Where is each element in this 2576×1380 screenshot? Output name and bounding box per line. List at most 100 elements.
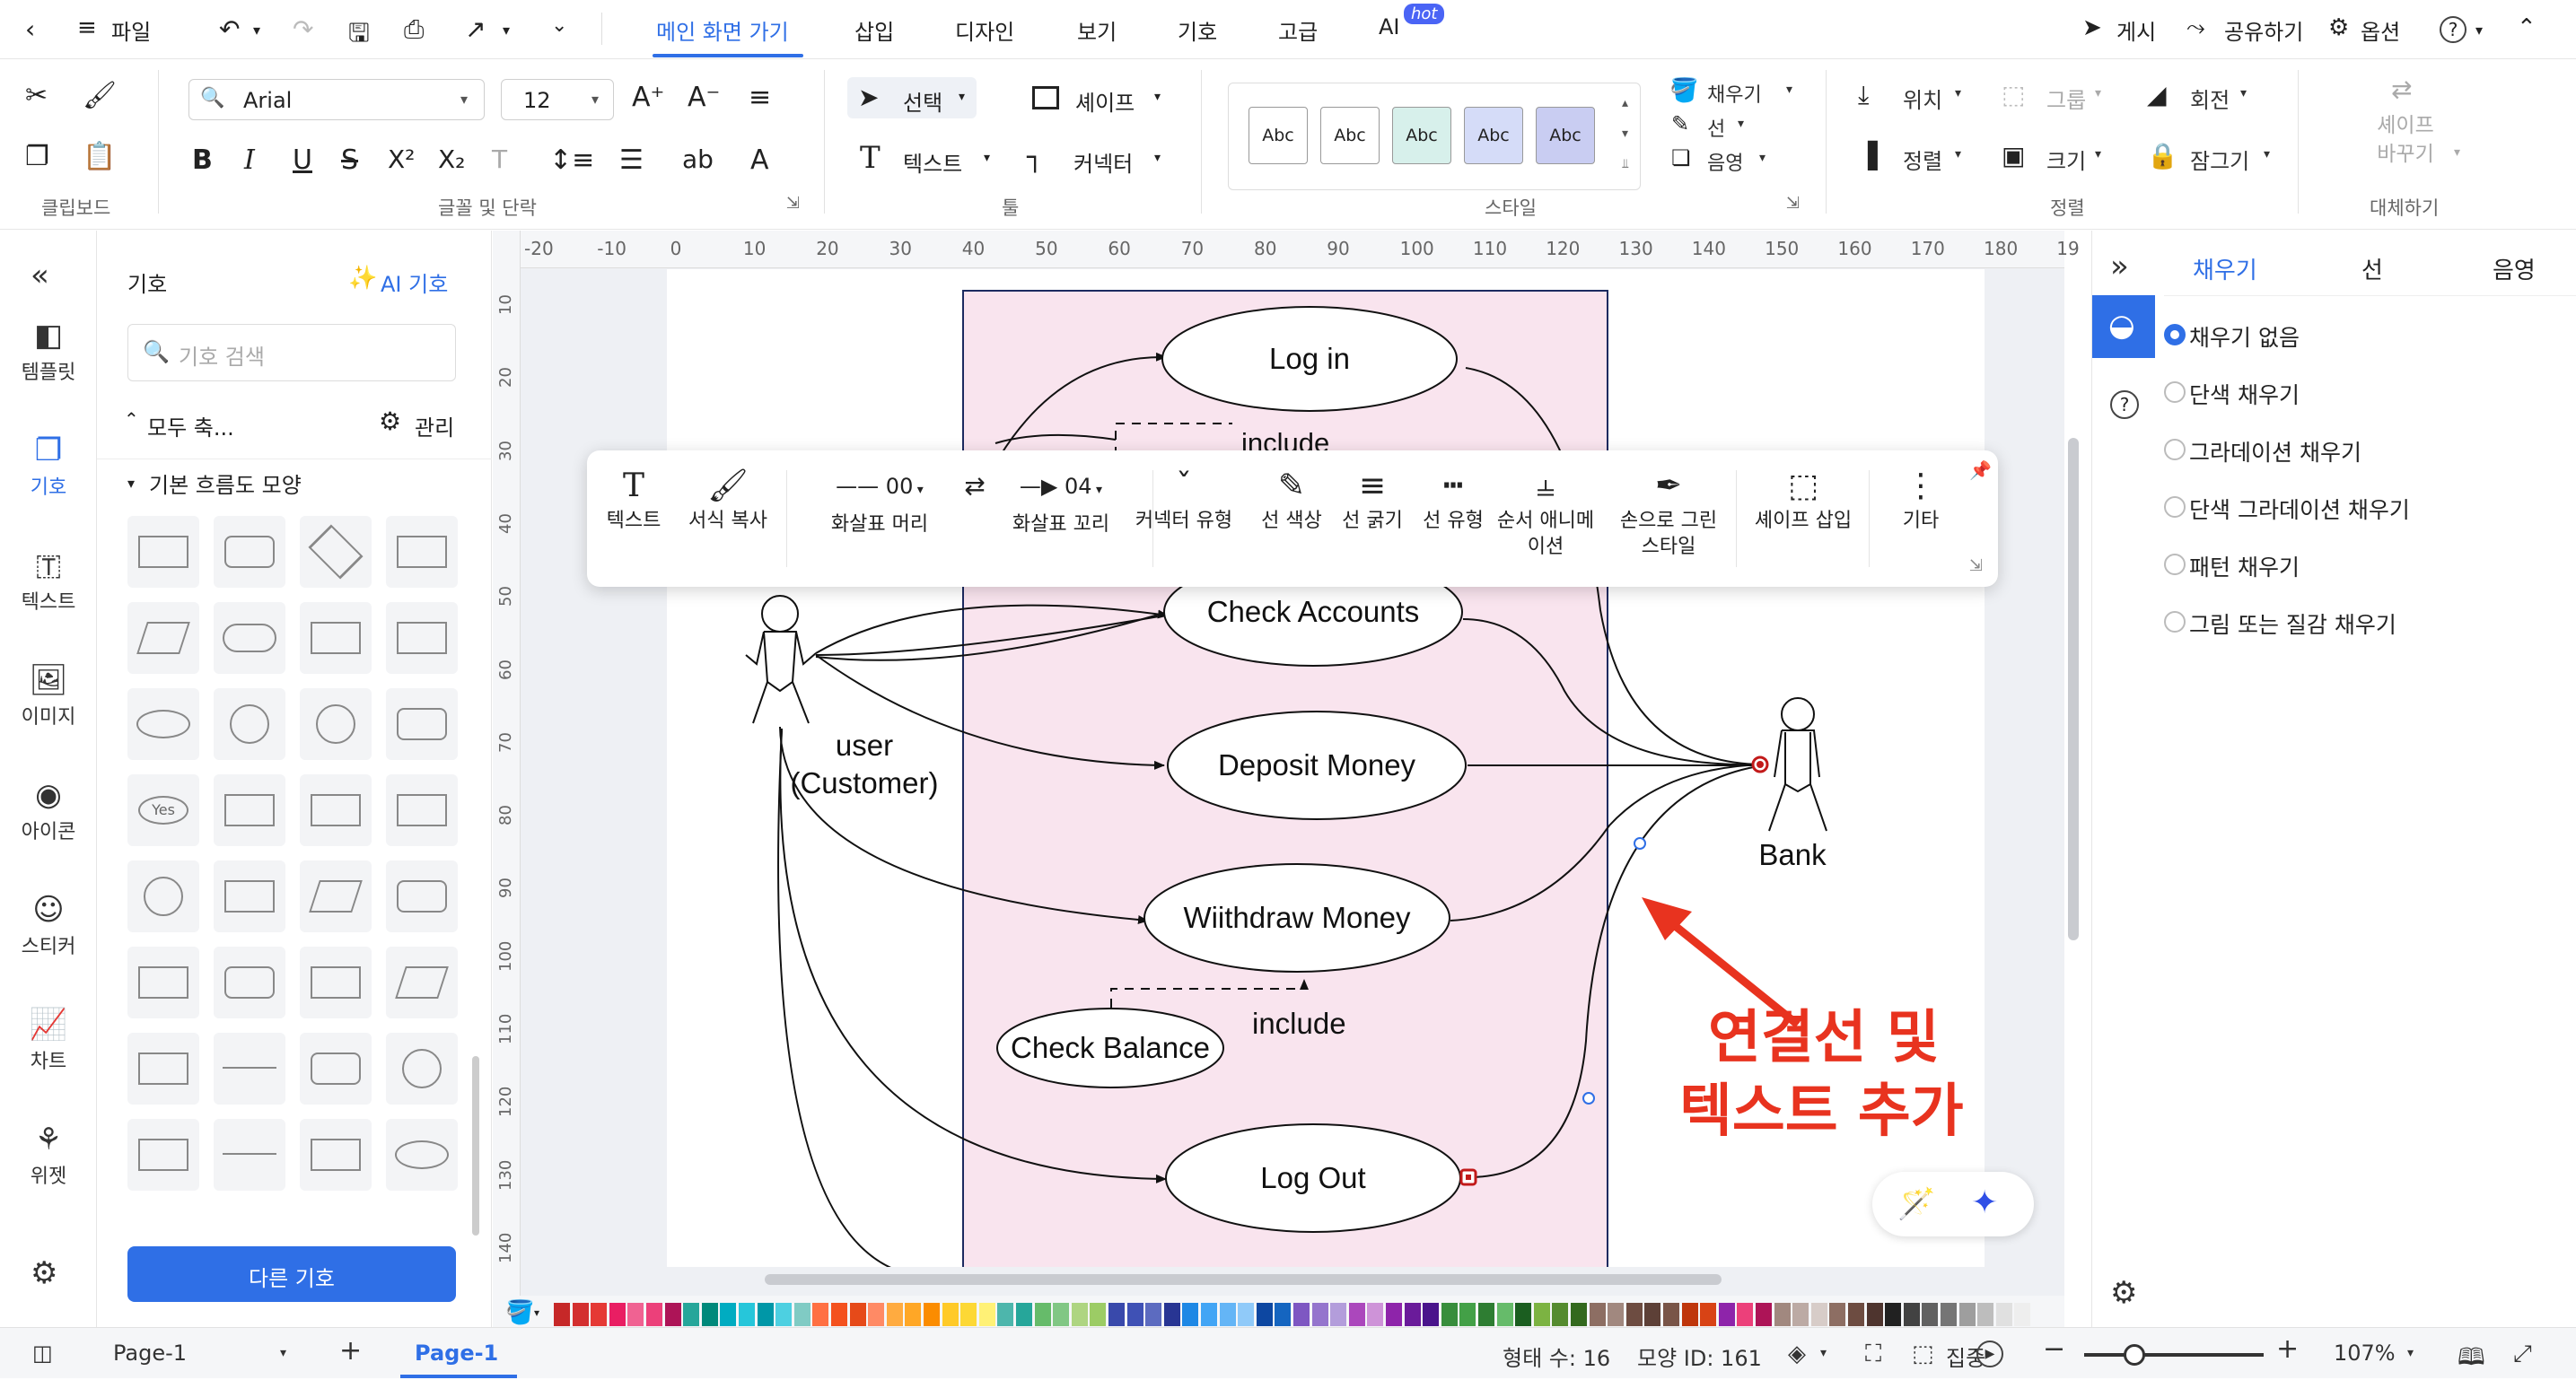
color-swatch[interactable] xyxy=(1256,1303,1273,1326)
color-swatch[interactable] xyxy=(886,1303,903,1326)
chevron-down-icon[interactable]: ▾ xyxy=(2407,1346,2414,1360)
color-swatch[interactable] xyxy=(664,1303,681,1326)
fit-page-icon[interactable]: ⛶ xyxy=(1865,1341,1882,1367)
symbol-shape[interactable] xyxy=(300,947,372,1018)
ft-line-color-button[interactable]: ✎ 선 색상 xyxy=(1251,465,1332,534)
symbol-shape[interactable] xyxy=(300,688,372,760)
color-swatch[interactable] xyxy=(1053,1303,1070,1326)
zoom-out-icon[interactable]: − xyxy=(2043,1333,2066,1365)
symbol-shape[interactable] xyxy=(386,860,458,932)
color-swatch[interactable] xyxy=(1330,1303,1347,1326)
chevron-down-icon[interactable]: ▾ xyxy=(2264,147,2271,162)
tab-insert[interactable]: 삽입 xyxy=(854,20,895,45)
color-swatch[interactable] xyxy=(1663,1303,1679,1326)
color-swatch[interactable] xyxy=(1016,1303,1032,1326)
usecase-check-balance[interactable] xyxy=(996,1008,1224,1088)
chevron-down-icon[interactable]: ▾ xyxy=(2240,86,2247,100)
more-icon[interactable]: ⌄ xyxy=(551,14,568,37)
color-swatch[interactable] xyxy=(1625,1303,1643,1326)
menu-icon[interactable]: ≡ xyxy=(77,14,97,41)
resize-corner-icon[interactable]: ⇲ xyxy=(1969,556,1984,575)
color-swatch[interactable] xyxy=(997,1303,1014,1326)
category-title[interactable]: 기본 흐름도 모양 xyxy=(149,473,302,498)
symbol-shape[interactable] xyxy=(300,516,372,588)
color-swatch[interactable] xyxy=(1700,1303,1717,1326)
option-solid-gradient-fill[interactable]: 단색 그라데이션 채우기 xyxy=(2189,497,2410,523)
color-swatch[interactable] xyxy=(591,1303,608,1326)
group-button[interactable]: 그룹 xyxy=(2046,88,2087,113)
color-swatch[interactable] xyxy=(1737,1303,1754,1326)
symbol-shape[interactable] xyxy=(386,688,458,760)
manage-button[interactable]: 관리 xyxy=(415,415,455,441)
radio-solid-gradient-fill[interactable] xyxy=(2164,496,2186,518)
symbol-search-input[interactable]: 🔍 기호 검색 xyxy=(127,324,456,381)
nav-charts[interactable]: 📈 차트 xyxy=(0,1009,97,1074)
chevron-down-icon[interactable]: ▾ xyxy=(1955,86,1962,100)
option-no-fill[interactable]: 채우기 없음 xyxy=(2189,325,2300,351)
add-page-icon[interactable]: + xyxy=(339,1335,363,1367)
undo-dropdown-icon[interactable]: ▾ xyxy=(253,22,261,39)
dialog-launcher-icon[interactable]: ⇲ xyxy=(1786,194,1801,213)
settings-icon[interactable]: ⚙ xyxy=(2110,1275,2138,1311)
color-swatch[interactable] xyxy=(1145,1303,1162,1326)
color-swatch[interactable] xyxy=(739,1303,755,1326)
color-swatch[interactable] xyxy=(1774,1303,1791,1326)
expand-panel-icon[interactable]: » xyxy=(2110,249,2129,284)
color-swatch[interactable] xyxy=(1866,1303,1883,1326)
color-swatch[interactable] xyxy=(683,1303,700,1326)
copy-icon[interactable]: ❐ xyxy=(25,141,49,172)
export-dropdown-icon[interactable]: ▾ xyxy=(503,22,511,39)
connector-control-point[interactable] xyxy=(1582,1092,1595,1105)
export-icon[interactable]: ↗ xyxy=(465,14,486,44)
color-swatch[interactable] xyxy=(1219,1303,1236,1326)
color-swatch[interactable] xyxy=(1496,1303,1513,1326)
align-icon[interactable]: ▐ xyxy=(1858,141,1878,170)
color-swatch[interactable] xyxy=(1589,1303,1606,1326)
text-tool-button[interactable]: T 텍스트 ▾ xyxy=(856,138,1009,179)
redo-icon[interactable]: ↷ xyxy=(293,14,314,44)
superscript-icon[interactable]: X² xyxy=(388,144,416,174)
fill-button[interactable]: 채우기 xyxy=(1707,84,1762,107)
style-swatch[interactable]: Abc xyxy=(1320,107,1380,164)
connector-lines[interactable] xyxy=(777,352,1765,1267)
tab-advanced[interactable]: 고급 xyxy=(1278,20,1319,45)
connector-control-point[interactable] xyxy=(1634,837,1646,850)
rotate-icon[interactable]: ◢ xyxy=(2147,80,2167,109)
select-button[interactable]: ➤ 선택 ▾ xyxy=(847,77,977,118)
tab-ai[interactable]: AI xyxy=(1379,14,1400,39)
group-icon[interactable]: ⬚ xyxy=(2002,80,2026,109)
color-swatch[interactable] xyxy=(1441,1303,1458,1326)
chevron-down-icon[interactable]: ▾ xyxy=(2454,145,2461,160)
color-swatch[interactable] xyxy=(1792,1303,1809,1326)
align-button[interactable]: 정렬 xyxy=(1903,149,1943,174)
nav-symbols[interactable]: ❐ 기호 xyxy=(0,435,97,500)
cut-icon[interactable]: ✂ xyxy=(25,80,48,111)
nav-images[interactable]: 🖼 이미지 xyxy=(0,665,97,729)
color-swatch[interactable] xyxy=(1515,1303,1532,1326)
chevron-down-icon[interactable]: ▾ xyxy=(1738,117,1745,131)
color-swatch[interactable] xyxy=(1238,1303,1255,1326)
symbol-shape[interactable] xyxy=(300,1119,372,1191)
symbol-shape[interactable] xyxy=(386,947,458,1018)
color-swatch[interactable] xyxy=(701,1303,718,1326)
share-button[interactable]: 공유하기 xyxy=(2224,20,2304,45)
ai-symbols-link[interactable]: AI 기호 xyxy=(381,272,449,297)
color-swatch[interactable] xyxy=(1552,1303,1569,1326)
layers-icon[interactable]: ◈ xyxy=(1788,1341,1806,1367)
style-swatch[interactable]: Abc xyxy=(1464,107,1523,164)
usecase-deposit[interactable] xyxy=(1167,711,1467,820)
color-swatch[interactable] xyxy=(831,1303,847,1326)
undo-icon[interactable]: ↶ xyxy=(219,14,241,44)
color-swatch[interactable] xyxy=(1848,1303,1864,1326)
symbol-shape[interactable] xyxy=(127,516,199,588)
collapse-left-icon[interactable]: « xyxy=(31,258,49,293)
zoom-in-icon[interactable]: + xyxy=(2276,1333,2300,1365)
size-icon[interactable]: ▣ xyxy=(2002,141,2026,170)
ft-format-copy-button[interactable]: 🖌 서식 복사 xyxy=(679,465,777,534)
color-swatch[interactable] xyxy=(1311,1303,1328,1326)
actor-bank[interactable] xyxy=(1768,697,1827,832)
help-icon[interactable]: ? xyxy=(2110,390,2139,419)
ai-sparkle-icon[interactable]: ✦ xyxy=(1971,1184,1999,1221)
fill-side-button[interactable]: ◒ xyxy=(2092,295,2155,358)
color-swatch[interactable] xyxy=(1829,1303,1846,1326)
